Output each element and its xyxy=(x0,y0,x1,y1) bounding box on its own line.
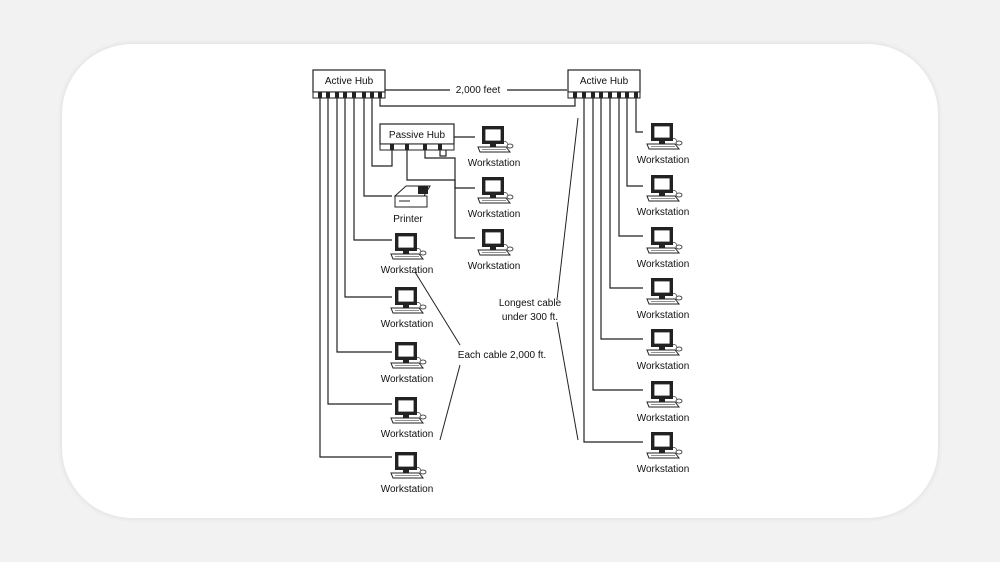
workstation-left-3: Workstation xyxy=(381,341,434,385)
left-active-hub: Active Hub xyxy=(312,69,386,99)
workstation-label: Workstation xyxy=(468,158,521,169)
workstation-label: Workstation xyxy=(637,310,690,321)
workstation-passive-2: Workstation xyxy=(468,176,521,220)
left-hub-label: Active Hub xyxy=(325,76,374,87)
workstation-icon xyxy=(390,396,427,424)
workstation-icon xyxy=(646,328,683,356)
workstation-label: Workstation xyxy=(381,484,434,495)
workstation-icon xyxy=(646,380,683,408)
printer-label: Printer xyxy=(393,214,423,225)
workstation-label: Workstation xyxy=(637,413,690,424)
workstation-right-4: Workstation xyxy=(637,277,690,321)
workstation-icon xyxy=(390,451,427,479)
workstation-right-7: Workstation xyxy=(637,431,690,475)
workstation-icon xyxy=(646,431,683,459)
longest-cable-note-line2: under 300 ft. xyxy=(502,312,558,323)
annotation-lines xyxy=(414,117,579,441)
workstation-label: Workstation xyxy=(381,265,434,276)
workstation-label: Workstation xyxy=(637,361,690,372)
workstation-label: Workstation xyxy=(637,464,690,475)
workstation-icon xyxy=(390,232,427,260)
workstation-right-1: Workstation xyxy=(637,122,690,166)
workstation-label: Workstation xyxy=(468,261,521,272)
workstation-icon xyxy=(646,226,683,254)
workstation-label: Workstation xyxy=(381,374,434,385)
workstation-label: Workstation xyxy=(381,429,434,440)
workstation-icon xyxy=(477,176,514,204)
workstation-left-5: Workstation xyxy=(381,451,434,495)
workstation-label: Workstation xyxy=(381,319,434,330)
workstation-left-4: Workstation xyxy=(381,396,434,440)
workstation-passive-3: Workstation xyxy=(468,228,521,272)
workstation-label: Workstation xyxy=(468,209,521,220)
longest-cable-note-line1: Longest cable xyxy=(499,298,562,309)
workstation-label: Workstation xyxy=(637,155,690,166)
workstation-icon xyxy=(390,286,427,314)
workstation-right-6: Workstation xyxy=(637,380,690,424)
workstation-passive-1: Workstation xyxy=(468,125,521,169)
workstation-left-1: Workstation xyxy=(381,232,434,276)
workstation-icon xyxy=(477,228,514,256)
workstation-left-2: Workstation xyxy=(381,286,434,330)
passive-hub: Passive Hub xyxy=(379,123,455,151)
printer-icon xyxy=(393,185,431,208)
right-active-hub: Active Hub xyxy=(567,69,641,99)
left-hub-cables xyxy=(319,97,393,458)
workstation-icon xyxy=(390,341,427,369)
right-hub-cables xyxy=(583,97,643,443)
hub-link-cable xyxy=(379,89,576,107)
diagram-card xyxy=(62,44,938,518)
workstation-icon xyxy=(477,125,514,153)
workstation-right-2: Workstation xyxy=(637,174,690,218)
workstation-icon xyxy=(646,122,683,150)
workstation-label: Workstation xyxy=(637,259,690,270)
hub-link-label: 2,000 feet xyxy=(456,85,501,96)
each-cable-note: Each cable 2,000 ft. xyxy=(458,350,546,361)
passive-hub-cables xyxy=(406,136,475,239)
workstation-right-3: Workstation xyxy=(637,226,690,270)
workstation-icon xyxy=(646,277,683,305)
right-hub-label: Active Hub xyxy=(580,76,629,87)
workstation-label: Workstation xyxy=(637,207,690,218)
workstation-icon xyxy=(646,174,683,202)
passive-hub-label: Passive Hub xyxy=(389,130,446,141)
workstation-right-5: Workstation xyxy=(637,328,690,372)
